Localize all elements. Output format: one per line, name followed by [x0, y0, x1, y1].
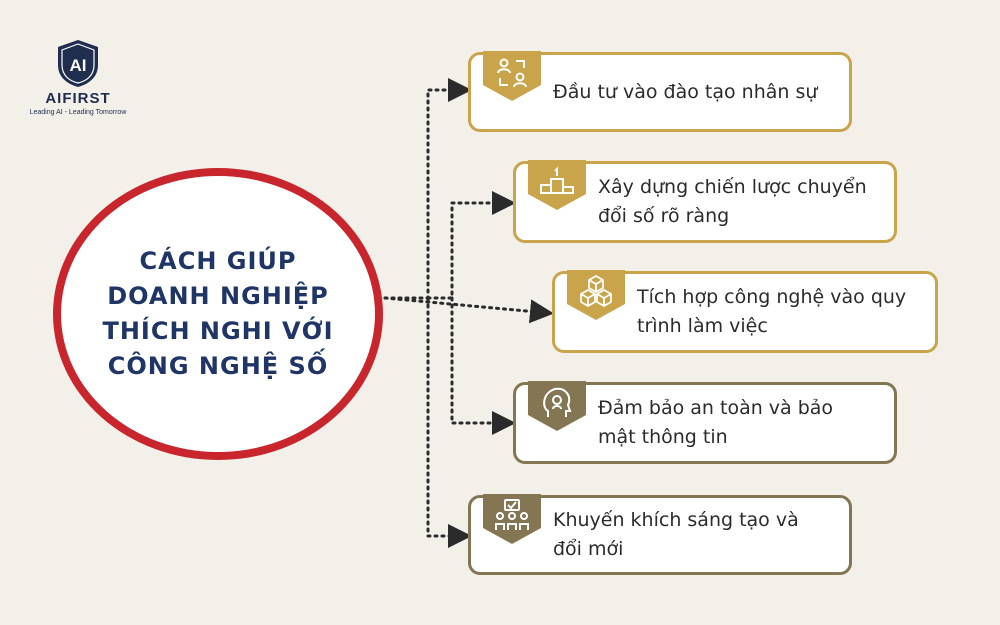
head-security-icon [543, 387, 572, 417]
aifirst-logo: AI AIFIRST Leading AI - Leading Tomorrow [18, 38, 138, 116]
item-text-2: Xây dựng chiến lược chuyển đổi số rõ ràn… [598, 176, 867, 227]
item-card-1: Đầu tư vào đào tạo nhân sự [468, 51, 852, 132]
item-badge-3 [567, 270, 625, 320]
item-badge-1 [483, 51, 541, 101]
item-card-2: Xây dựng chiến lược chuyển đổi số rõ ràn… [513, 160, 897, 243]
connector-item-5 [426, 296, 472, 548]
connector-item-1 [383, 78, 472, 300]
shield-logo-icon: AI [58, 40, 98, 87]
podium-icon [540, 166, 574, 194]
connector-item-3 [383, 296, 554, 324]
logo-tagline: Leading AI - Leading Tomorrow [29, 109, 127, 116]
people-exchange-icon [497, 58, 527, 88]
item-badge-2 [528, 160, 586, 210]
item-text-4: Đảm bảo an toàn và bảo mật thông tin [598, 397, 834, 448]
item-card-5: Khuyến khích sáng tạo và đổi mới [468, 494, 852, 575]
item-text-3: Tích hợp công nghệ vào quy trình làm việ… [637, 286, 907, 337]
item-card-3: Tích hợp công nghệ vào quy trình làm việ… [552, 270, 938, 353]
center-title: CÁCH GIÚP DOANH NGHIỆP THÍCH NGHI VỚI CÔ… [102, 247, 334, 380]
cubes-icon [580, 275, 612, 307]
connector-item-2 [426, 191, 516, 300]
item-text-5: Khuyến khích sáng tạo và đổi mới [553, 509, 799, 560]
logo-name: AIFIRST [45, 90, 111, 107]
team-idea-icon [495, 499, 529, 530]
item-badge-5 [483, 494, 541, 544]
center-circle: CÁCH GIÚP DOANH NGHIỆP THÍCH NGHI VỚI CÔ… [53, 168, 383, 460]
item-card-4: Đảm bảo an toàn và bảo mật thông tin [513, 381, 897, 464]
connector-item-4 [450, 296, 516, 435]
item-text-1: Đầu tư vào đào tạo nhân sự [553, 80, 818, 103]
item-badge-4 [528, 381, 586, 431]
logo-mark: AI [70, 56, 87, 75]
